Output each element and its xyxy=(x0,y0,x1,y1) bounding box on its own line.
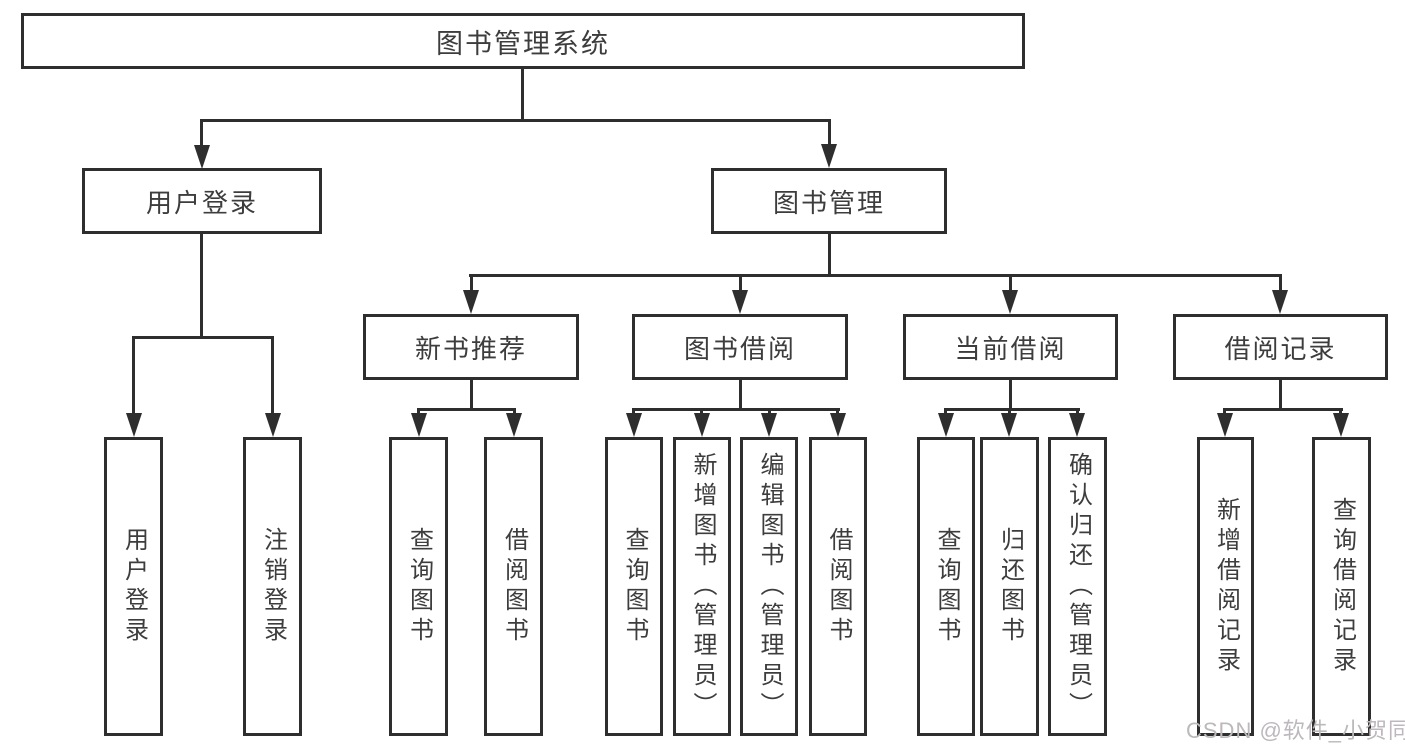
leaf-add-borrow-record: 新增借阅记录 xyxy=(1197,437,1254,736)
arrow-down-icon xyxy=(1217,413,1233,437)
connector-line xyxy=(739,380,742,411)
connector-line xyxy=(1009,274,1012,296)
leaf-edit-books-admin: 编辑图书（管理员） xyxy=(740,437,798,736)
arrow-down-icon xyxy=(1001,413,1017,437)
arrow-down-icon xyxy=(1333,413,1349,437)
node-label: 当前借阅 xyxy=(954,333,1067,364)
node-label: 查询图书 xyxy=(621,526,648,647)
connector-line xyxy=(1223,408,1343,411)
connector-line xyxy=(470,380,473,411)
connector-line xyxy=(1279,380,1282,411)
node-library-management-system: 图书管理系统 xyxy=(21,13,1025,69)
leaf-borrow-books: 借阅图书 xyxy=(809,437,867,736)
node-borrow-records: 借阅记录 xyxy=(1173,314,1388,380)
leaf-add-books-admin: 新增图书（管理员） xyxy=(673,437,731,736)
leaf-return-books: 归还图书 xyxy=(980,437,1039,736)
leaf-query-books-borrow: 查询图书 xyxy=(605,437,663,736)
node-label: 用户登录 xyxy=(145,187,258,218)
node-label: 用户登录 xyxy=(120,526,148,647)
connector-line xyxy=(828,119,831,157)
arrow-down-icon xyxy=(938,413,954,437)
node-label: 归还图书 xyxy=(996,526,1024,647)
connector-line xyxy=(132,336,274,339)
node-label: 查询借阅记录 xyxy=(1328,496,1356,677)
node-label: 编辑图书（管理员） xyxy=(756,451,783,722)
node-label: 新增借阅记录 xyxy=(1212,496,1240,677)
arrow-down-icon xyxy=(732,290,748,314)
node-new-book-recommend: 新书推荐 xyxy=(363,314,579,380)
connector-line xyxy=(417,408,516,411)
arrow-down-icon xyxy=(463,290,479,314)
arrow-down-icon xyxy=(694,413,710,437)
arrow-down-icon xyxy=(265,413,281,437)
node-label: 借阅图书 xyxy=(825,526,852,647)
leaf-query-books-recommend: 查询图书 xyxy=(389,437,448,736)
leaf-query-books-current: 查询图书 xyxy=(917,437,975,736)
arrow-down-icon xyxy=(761,413,777,437)
node-user-login: 用户登录 xyxy=(82,168,322,234)
leaf-logout: 注销登录 xyxy=(243,437,302,736)
connector-line xyxy=(944,408,1080,411)
node-label: 图书管理 xyxy=(772,187,885,218)
connector-line xyxy=(469,274,1282,277)
watermark: CSDN @软件_小贺同学 xyxy=(1186,718,1405,743)
connector-line xyxy=(828,234,831,277)
connector-line xyxy=(271,336,274,418)
connector-line xyxy=(632,408,840,411)
connector-line xyxy=(200,119,831,122)
node-label: 确认归还（管理员） xyxy=(1064,451,1092,722)
connector-line xyxy=(470,274,473,296)
arrow-down-icon xyxy=(126,413,142,437)
connector-line xyxy=(1279,274,1282,296)
arrow-down-icon xyxy=(411,413,427,437)
node-label: 查询图书 xyxy=(405,526,433,647)
node-label: 借阅记录 xyxy=(1224,333,1337,364)
connector-line xyxy=(132,336,135,418)
node-label: 新增图书（管理员） xyxy=(689,451,716,722)
node-label: 注销登录 xyxy=(259,526,287,647)
node-label: 借阅图书 xyxy=(500,526,528,647)
arrow-down-icon xyxy=(506,413,522,437)
connector-line xyxy=(200,234,203,339)
connector-line xyxy=(1009,380,1012,411)
node-current-borrow: 当前借阅 xyxy=(903,314,1118,380)
node-label: 图书管理系统 xyxy=(436,28,610,59)
connector-line xyxy=(739,274,742,296)
arrow-down-icon xyxy=(1069,413,1085,437)
node-label: 查询图书 xyxy=(933,526,960,647)
node-book-management: 图书管理 xyxy=(711,168,947,234)
node-book-borrow: 图书借阅 xyxy=(632,314,848,380)
node-label: 新书推荐 xyxy=(414,333,527,364)
arrow-down-icon xyxy=(830,413,846,437)
connector-line xyxy=(521,69,524,122)
arrow-down-icon xyxy=(1272,290,1288,314)
arrow-down-icon xyxy=(194,145,210,169)
arrow-down-icon xyxy=(821,144,837,168)
connector-line xyxy=(200,119,203,157)
leaf-user-login: 用户登录 xyxy=(104,437,163,736)
arrow-down-icon xyxy=(626,413,642,437)
arrow-down-icon xyxy=(1002,290,1018,314)
leaf-query-borrow-record: 查询借阅记录 xyxy=(1312,437,1371,736)
leaf-borrow-books-recommend: 借阅图书 xyxy=(484,437,543,736)
leaf-confirm-return-admin: 确认归还（管理员） xyxy=(1048,437,1107,736)
node-label: 图书借阅 xyxy=(683,333,796,364)
